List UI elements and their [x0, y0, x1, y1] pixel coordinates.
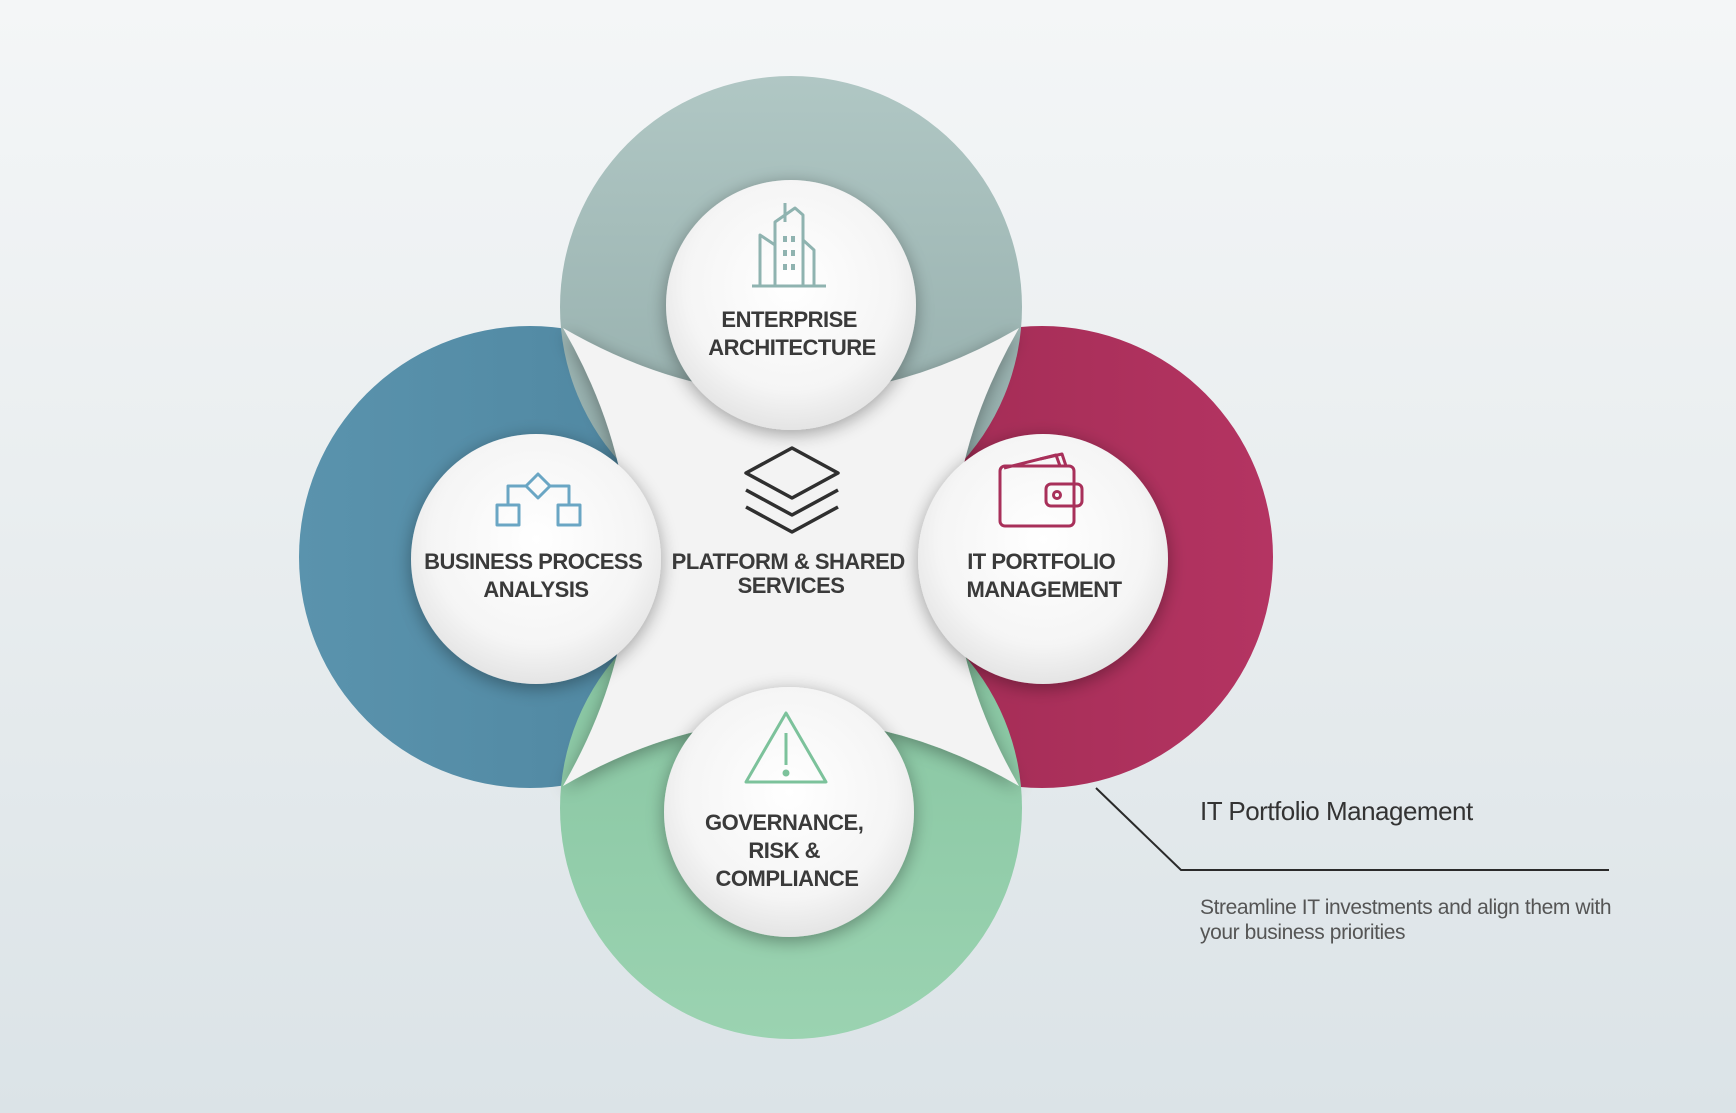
- label-line: ENTERPRISE: [721, 307, 857, 332]
- inner-circle-left: [411, 434, 661, 684]
- center-shape: [563, 328, 1019, 786]
- inner-circle-bottom: [664, 687, 914, 937]
- label-line: BUSINESS PROCESS: [424, 549, 642, 574]
- label-line: ARCHITECTURE: [708, 335, 876, 360]
- label-line: COMPLIANCE: [716, 866, 859, 891]
- label-line: GOVERNANCE,: [705, 810, 863, 835]
- inner-circle-top: [666, 180, 916, 430]
- stacked-layers-icon: [744, 446, 840, 534]
- label-business-process-analysis: BUSINESS PROCESS ANALYSIS: [424, 549, 648, 602]
- wallet-icon: [998, 452, 1084, 528]
- label-enterprise-architecture: ENTERPRISE ARCHITECTURE: [708, 307, 876, 360]
- label-line: SERVICES: [738, 573, 845, 598]
- buildings-icon: [752, 203, 826, 288]
- callout-title: IT Portfolio Management: [1200, 796, 1473, 826]
- inner-circle-right: [918, 434, 1168, 684]
- label-it-portfolio-management: IT PORTFOLIO MANAGEMENT: [966, 549, 1122, 602]
- label-platform-shared-services: PLATFORM & SHARED SERVICES: [672, 549, 911, 598]
- label-line: ANALYSIS: [483, 577, 588, 602]
- label-governance-risk-compliance: GOVERNANCE, RISK & COMPLIANCE: [705, 810, 869, 891]
- label-line: MANAGEMENT: [966, 577, 1122, 602]
- callout-connector: [1095, 787, 1609, 871]
- label-line: IT PORTFOLIO: [967, 549, 1115, 574]
- label-line: RISK &: [748, 838, 820, 863]
- flowchart-icon: [495, 472, 582, 527]
- callout-description: Streamline IT investments and align them…: [1200, 896, 1612, 944]
- warning-triangle-icon: [744, 711, 828, 784]
- label-line: PLATFORM & SHARED: [672, 549, 905, 574]
